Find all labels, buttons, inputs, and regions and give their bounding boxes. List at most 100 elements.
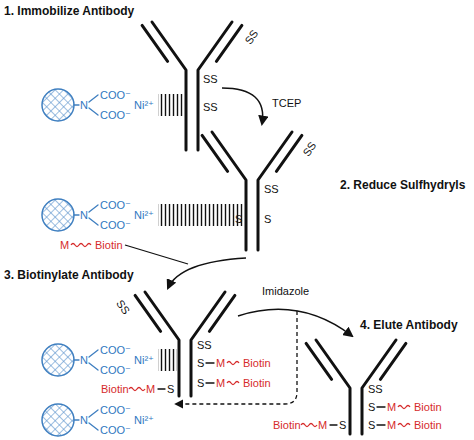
- step-heading: 4. Elute Antibody: [360, 318, 458, 332]
- reagent-label: Imidazole: [262, 284, 309, 298]
- histidine-binding: [158, 349, 177, 371]
- step-heading: 3. Biotinylate Antibody: [4, 268, 134, 282]
- sulfur-label: S: [368, 418, 375, 432]
- amine-label: N: [80, 413, 88, 427]
- histidine-binding: [158, 94, 184, 116]
- heavy-chain: [145, 292, 179, 396]
- thioether-bond: [377, 424, 385, 425]
- light-chain: [202, 135, 228, 171]
- light-chain: [380, 343, 406, 379]
- bond-line: [89, 350, 98, 357]
- carboxylate-label: COO⁻: [100, 363, 131, 377]
- disulfide-label: SS: [368, 382, 383, 396]
- maleimide-label: M: [146, 382, 155, 396]
- light-chain: [216, 25, 242, 61]
- sulfur-label: S: [339, 418, 346, 432]
- step-arrow: [168, 258, 246, 288]
- resin-bead: [42, 344, 74, 376]
- linker-wave: [398, 424, 410, 427]
- linker-wave: [301, 424, 317, 427]
- light-chain: [135, 295, 161, 331]
- step-arrow: [238, 309, 352, 336]
- biotin-label: Biotin: [414, 418, 442, 432]
- carboxylate-label: COO⁻: [100, 198, 131, 212]
- sulfur-label: S: [197, 376, 204, 390]
- biotin-label: Biotin: [101, 382, 129, 396]
- disulfide-label: SS: [264, 182, 279, 196]
- bead-linker: [74, 359, 79, 360]
- bond-line: [89, 95, 98, 102]
- biotin-label: Biotin: [273, 418, 301, 432]
- light-chain: [276, 135, 302, 171]
- sulfur-label: S: [368, 400, 375, 414]
- amine-label: N: [80, 353, 88, 367]
- heavy-chain: [191, 292, 225, 396]
- thioether-bond: [158, 388, 165, 389]
- bond-line: [89, 363, 98, 370]
- resin-bead: [42, 89, 74, 121]
- disulfide-label: SS: [197, 338, 212, 352]
- thioether-bond: [330, 424, 337, 425]
- disulfide-label: SS: [203, 100, 218, 114]
- disulfide-label: SS: [241, 27, 261, 47]
- maleimide-label: M: [387, 400, 396, 414]
- nickel-ion-label: Ni²⁺: [134, 98, 154, 112]
- sulfur-label: S: [264, 212, 271, 226]
- thioether-bond: [206, 382, 214, 383]
- reagent-label: TCEP: [272, 96, 301, 110]
- bead-linker: [74, 419, 79, 420]
- heavy-chain: [212, 132, 246, 250]
- bond-line: [89, 205, 98, 212]
- nickel-ion-label: Ni²⁺: [134, 413, 154, 427]
- heavy-chain: [316, 340, 350, 434]
- maleimide-label: M: [216, 356, 225, 370]
- linker-wave: [398, 406, 410, 409]
- maleimide-label: M: [387, 418, 396, 432]
- step-heading: 1. Immobilize Antibody: [4, 4, 134, 18]
- linker-wave: [227, 382, 239, 385]
- maleimide-label: M: [60, 238, 69, 252]
- linker-wave: [129, 388, 145, 391]
- biotin-label: Biotin: [95, 238, 123, 252]
- histidine-binding: [158, 204, 244, 226]
- biotin-label: Biotin: [414, 400, 442, 414]
- light-chain: [306, 343, 332, 379]
- bond-line: [89, 218, 98, 225]
- disulfide-label: SS: [113, 297, 133, 317]
- carboxylate-label: COO⁻: [100, 423, 131, 437]
- heavy-chain: [198, 22, 232, 150]
- carboxylate-label: COO⁻: [100, 218, 131, 232]
- biotin-label: Biotin: [243, 356, 271, 370]
- light-chain: [142, 25, 168, 61]
- nickel-ion-label: Ni²⁺: [134, 353, 154, 367]
- sulfur-label: S: [235, 212, 242, 226]
- biotin-label: Biotin: [243, 376, 271, 390]
- reagent-join-line: [125, 245, 188, 264]
- light-chain: [209, 295, 235, 331]
- sulfur-label: S: [197, 356, 204, 370]
- bead-linker: [74, 104, 79, 105]
- nickel-ion-label: Ni²⁺: [134, 208, 154, 222]
- carboxylate-label: COO⁻: [100, 88, 131, 102]
- step-arrow: [222, 88, 263, 124]
- amine-label: N: [80, 98, 88, 112]
- thioether-bond: [206, 362, 214, 363]
- bond-line: [89, 423, 98, 430]
- step-heading: 2. Reduce Sulfhydryls: [340, 178, 465, 192]
- amine-label: N: [80, 208, 88, 222]
- maleimide-label: M: [216, 376, 225, 390]
- linker-wave: [71, 244, 91, 247]
- disulfide-label: SS: [203, 72, 218, 86]
- resin-bead: [42, 404, 74, 436]
- carboxylate-label: COO⁻: [100, 343, 131, 357]
- maleimide-label: M: [318, 418, 327, 432]
- bond-line: [89, 108, 98, 115]
- bond-line: [89, 410, 98, 417]
- heavy-chain: [258, 132, 292, 250]
- bead-linker: [74, 214, 79, 215]
- release-arrow: [176, 311, 297, 404]
- carboxylate-label: COO⁻: [100, 403, 131, 417]
- carboxylate-label: COO⁻: [100, 108, 131, 122]
- heavy-chain: [152, 22, 186, 150]
